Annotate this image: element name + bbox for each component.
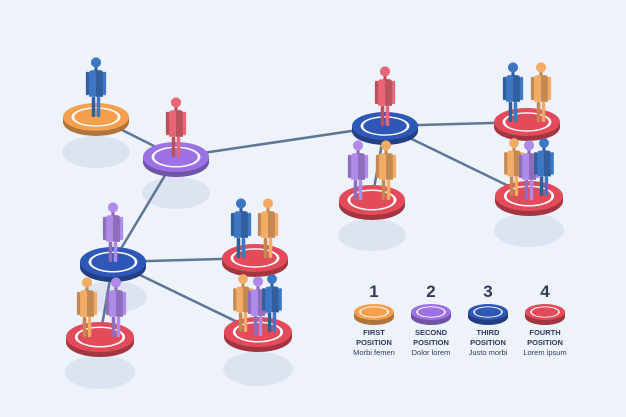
node-center-top	[222, 198, 288, 277]
disc-inner	[74, 108, 118, 126]
position-nodes	[63, 57, 563, 357]
disc-inner	[360, 307, 388, 317]
floor-shadow	[494, 213, 564, 247]
node-first-position	[63, 57, 129, 136]
legend-subtitle: Morbi femen	[353, 348, 395, 357]
platform-disc	[143, 142, 209, 177]
legend-subtitle: Dolor lorem	[412, 348, 451, 357]
platform-disc	[80, 247, 146, 282]
person-icon	[375, 140, 397, 200]
node-right-bottom	[495, 138, 563, 216]
platform-disc	[352, 112, 418, 145]
platform-disc	[468, 304, 508, 325]
person-icon	[534, 138, 554, 196]
platform-disc	[525, 304, 565, 325]
legend-number: 2	[426, 282, 435, 301]
person-icon	[257, 198, 279, 258]
legend-number: 1	[369, 282, 378, 301]
person-icon	[347, 140, 369, 200]
disc-inner	[154, 148, 198, 166]
node-left-hub	[80, 202, 146, 282]
node-right-hub	[352, 66, 418, 145]
legend-item-third: 3 THIRD POSITION Justo morbi	[468, 282, 508, 357]
floor-shadow	[65, 355, 135, 389]
legend-number: 3	[483, 282, 492, 301]
platform-disc	[63, 103, 129, 136]
legend-title-line1: FIRST	[363, 328, 385, 337]
legend-title-line2: POSITION	[470, 338, 506, 347]
legend-title-line2: POSITION	[527, 338, 563, 347]
legend-title-line1: SECOND	[415, 328, 448, 337]
disc-inner	[474, 307, 502, 317]
node-right-left	[339, 140, 405, 220]
platform-disc	[354, 304, 394, 325]
disc-inner	[531, 307, 559, 317]
floor-shadow	[62, 136, 130, 168]
platform-disc	[495, 181, 563, 216]
platform-disc	[494, 108, 560, 141]
legend-title-line2: POSITION	[413, 338, 449, 347]
person-icon	[85, 57, 107, 117]
node-center-bottom	[224, 274, 292, 352]
platform-disc	[66, 322, 134, 357]
floor-shadow	[338, 219, 406, 251]
person-icon	[374, 66, 396, 126]
person-icon	[502, 62, 524, 122]
node-right-top	[494, 62, 560, 141]
platform-disc	[224, 317, 292, 352]
legend-item-first: 1 FIRST POSITION Morbi femen	[353, 282, 395, 357]
disc-inner	[91, 253, 135, 271]
disc-inner	[363, 117, 407, 135]
person-icon	[230, 198, 252, 258]
person-icon	[165, 97, 187, 157]
floor-shadow	[142, 177, 210, 209]
platform-disc	[222, 244, 288, 277]
legend-item-second: 2 SECOND POSITION Dolor lorem	[411, 282, 451, 357]
legend-disc-orange	[354, 304, 394, 325]
floor-shadow	[223, 352, 293, 386]
legend-disc-blue	[468, 304, 508, 325]
position-legend: 1 FIRST POSITION Morbi femen 2 SECOND PO…	[353, 282, 567, 357]
person-icon	[76, 277, 98, 337]
node-left-bottom	[66, 277, 134, 357]
person-icon	[105, 277, 127, 337]
disc-inner	[417, 307, 445, 317]
legend-title-line2: POSITION	[356, 338, 392, 347]
legend-number: 4	[540, 282, 550, 301]
legend-disc-purple	[411, 304, 451, 325]
connector-line	[174, 124, 387, 159]
platform-disc	[339, 185, 405, 220]
node-second-position	[143, 97, 209, 177]
legend-item-fourth: 4 FOURTH POSITION Lorem ipsum	[523, 282, 566, 357]
legend-title-line1: THIRD	[477, 328, 500, 337]
person-icon	[102, 202, 124, 262]
legend-title-line1: FOURTH	[529, 328, 560, 337]
legend-disc-red	[525, 304, 565, 325]
person-icon	[262, 274, 282, 332]
platform-disc	[411, 304, 451, 325]
legend-subtitle: Justo morbi	[469, 348, 508, 357]
legend-subtitle: Lorem ipsum	[523, 348, 566, 357]
person-icon	[530, 62, 552, 122]
